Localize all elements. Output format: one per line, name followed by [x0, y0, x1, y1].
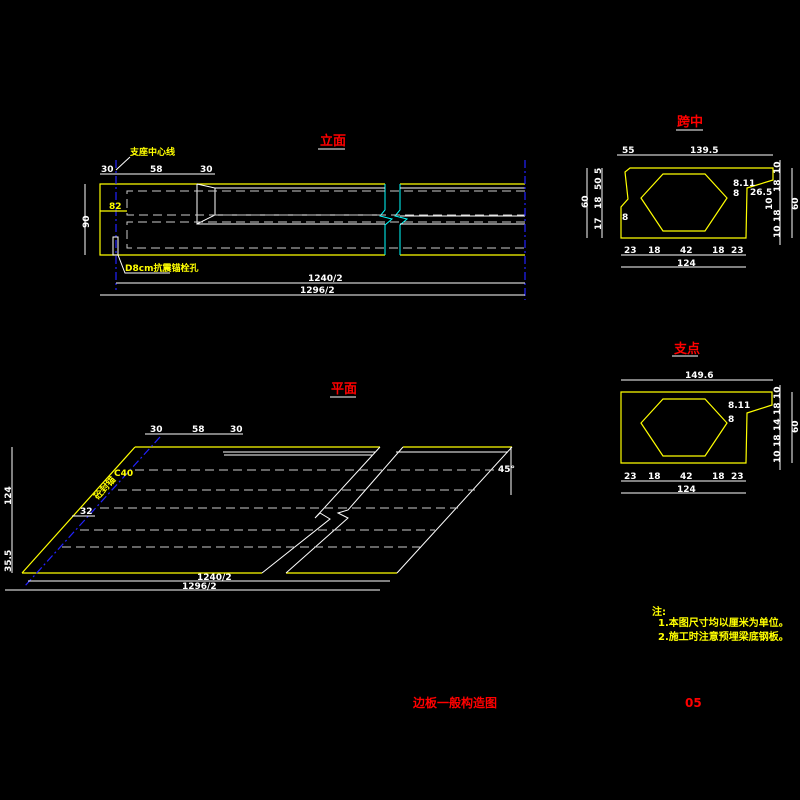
dim-offset: 32 — [80, 507, 93, 517]
dim-bottom: 18 — [648, 472, 661, 482]
dim-right: 10 — [773, 450, 783, 463]
annotation: 8 — [728, 415, 734, 425]
dim-bottom: 23 — [731, 246, 744, 256]
drawing-title: 边板一般构造图 — [412, 695, 497, 710]
dim-depth: 82 — [109, 202, 122, 212]
plan-skew-end — [396, 446, 513, 574]
hollow-void — [640, 173, 728, 232]
dim-top: 139.5 — [690, 146, 718, 156]
dim-top: 30 — [230, 425, 243, 435]
dim-left: 124 — [4, 486, 14, 505]
dim-bottom: 42 — [680, 472, 693, 482]
annotation: 26.5 — [750, 188, 772, 198]
skew-angle: 45° — [498, 465, 515, 475]
dim-left: 50 — [594, 177, 604, 190]
sheet-number: 05 — [685, 696, 702, 710]
break-line — [394, 184, 409, 255]
dim-top: 55 — [622, 146, 635, 156]
leader-line — [117, 254, 170, 274]
annotation: 8 — [622, 213, 628, 223]
anchor-hole — [112, 236, 119, 256]
dim-total: 1296/2 — [182, 582, 217, 592]
dim-right: 18 — [773, 402, 783, 415]
dim-bottom: 23 — [624, 246, 637, 256]
dim-left-total: 60 — [581, 195, 591, 208]
hollow-void — [640, 398, 728, 457]
dim-left: 18 — [594, 196, 604, 209]
dim-span: 1240/2 — [308, 274, 343, 284]
dim-left: 35.5 — [4, 550, 14, 572]
dim-right: 18 — [773, 434, 783, 447]
dim-taper: 30 — [200, 165, 213, 175]
midspan-title: 跨中 — [677, 114, 703, 130]
annotation: 8 — [733, 189, 739, 199]
dim-bottom: 23 — [624, 472, 637, 482]
plan-title: 平面 — [331, 382, 357, 397]
hidden-line — [126, 190, 525, 216]
section-outline — [620, 391, 773, 464]
beam-outline-left — [99, 183, 385, 256]
note-item: 2.施工时注意预埋梁底钢板。 — [658, 630, 789, 643]
notes: 注: 1.本图尺寸均以厘米为单位。 2.施工时注意预埋梁底钢板。 — [652, 605, 789, 643]
plan-view: 平面 30 58 30 砼封锚 C40 32 45° 124 35.5 1240… — [4, 382, 515, 592]
plan-break-edge — [261, 446, 381, 574]
dim-right: 18 — [773, 179, 783, 192]
dim-bottom-total: 124 — [677, 485, 696, 495]
dim-left: 17 — [594, 217, 604, 230]
dim-bottom: 18 — [648, 246, 661, 256]
annotation: 8.11 — [733, 179, 755, 189]
dim-right: 10 — [773, 386, 783, 399]
dim-top: 30 — [150, 425, 163, 435]
dim-right-total: 60 — [791, 420, 800, 433]
dim-bottom: 23 — [731, 472, 744, 482]
support-centerline-label: 支座中心线 — [129, 146, 175, 158]
dim-bottom: 18 — [712, 472, 725, 482]
dim-top: 149.6 — [685, 371, 713, 381]
leader-line — [115, 156, 131, 171]
plan-break-edge — [285, 446, 404, 574]
support-section: 支点 149.6 8.11 8 23 18 42 18 23 124 10 18… — [620, 341, 800, 495]
dim-bottom-total: 124 — [677, 259, 696, 269]
dim-right: 14 — [773, 418, 783, 431]
anchor-hole-label: D8cm抗震锚栓孔 — [125, 262, 198, 274]
concrete-grade-label: C40 — [114, 469, 133, 479]
notes-heading: 注: — [652, 605, 666, 618]
dim-bottom: 42 — [680, 246, 693, 256]
dim-top: 58 — [192, 425, 205, 435]
dim-right: 10 — [765, 197, 775, 210]
dim-right: 10 — [773, 161, 783, 174]
dim-height: 90 — [82, 215, 92, 228]
plan-skew-end — [21, 446, 136, 574]
annotation: 8.11 — [728, 401, 750, 411]
dim-right: 18 — [773, 209, 783, 222]
taper-outline — [196, 183, 216, 225]
dim-right-total: 60 — [791, 197, 800, 210]
dim-mid: 58 — [150, 165, 163, 175]
midspan-section: 跨中 55 139.5 8.11 8 26.5 8 23 18 42 18 23… — [581, 114, 800, 269]
elevation-title: 立面 — [320, 133, 346, 149]
dim-total: 1296/2 — [300, 286, 335, 296]
support-title: 支点 — [673, 341, 700, 357]
elevation-view: 立面 支座中心线 30 58 30 82 90 D8cm抗震锚栓孔 1240 — [82, 133, 526, 300]
dim-span: 1240/2 — [197, 573, 232, 583]
dim-right: 10 — [773, 225, 783, 238]
dim-end: 30 — [101, 165, 114, 175]
dim-left: 5 — [594, 168, 604, 174]
support-centerline — [23, 436, 161, 588]
note-item: 1.本图尺寸均以厘米为单位。 — [658, 616, 789, 629]
hidden-line — [126, 221, 525, 249]
dim-bottom: 18 — [712, 246, 725, 256]
section-outline — [620, 167, 774, 239]
break-line — [379, 184, 394, 255]
